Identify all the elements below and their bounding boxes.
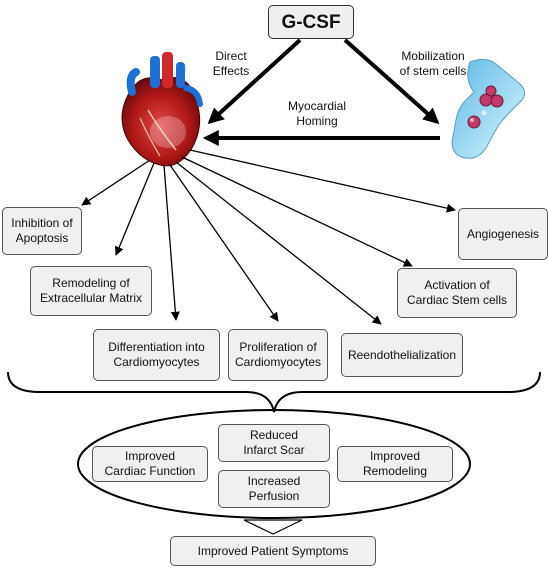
grouping-brace bbox=[7, 371, 541, 413]
gcsf-box: G-CSF bbox=[268, 5, 354, 39]
outcomes-ellipse bbox=[77, 409, 471, 519]
funnel-arrow bbox=[243, 519, 303, 535]
homing-label: Myocardial Homing bbox=[287, 99, 347, 128]
effect-arrows bbox=[81, 149, 456, 325]
differentiation-cardiomyocytes-box: Differentiation into Cardiomyocytes bbox=[93, 329, 220, 381]
mobilization-arrow bbox=[343, 38, 440, 125]
direct-effects-arrow bbox=[207, 38, 302, 125]
increased-perfusion-box: Increased Perfusion bbox=[218, 470, 330, 508]
activation-cardiac-stem-cells-box: Activation of Cardiac Stem cells bbox=[397, 268, 517, 318]
arrow-stemcells bbox=[181, 156, 413, 267]
arrow-differentiation bbox=[163, 164, 180, 321]
bone-marrow-icon bbox=[451, 58, 526, 159]
proliferation-cardiomyocytes-box: Proliferation of Cardiomyocytes bbox=[228, 329, 328, 381]
direct-effects-label: Direct Effects bbox=[212, 49, 250, 78]
arrow-proliferation bbox=[169, 164, 279, 322]
arrow-apoptosis bbox=[81, 159, 151, 206]
heart-icon bbox=[121, 52, 203, 167]
arrow-reendothelialization bbox=[175, 161, 382, 325]
improved-remodeling-box: Improved Remodeling bbox=[337, 446, 453, 482]
improved-patient-symptoms-box: Improved Patient Symptoms bbox=[170, 536, 376, 566]
improved-cardiac-function-box: Improved Cardiac Function bbox=[92, 446, 208, 482]
arrow-matrix bbox=[114, 162, 155, 256]
inhibition-of-apoptosis-box: Inhibition of Apoptosis bbox=[2, 207, 82, 255]
reduced-infarct-scar-box: Reduced Infarct Scar bbox=[218, 424, 330, 462]
remodeling-extracellular-matrix-box: Remodeling of Extracellular Matrix bbox=[30, 266, 152, 316]
mobilization-label: Mobilization of stem cells bbox=[399, 49, 467, 78]
arrow-angiogenesis bbox=[189, 149, 456, 213]
reendothelialization-box: Reendothelialization bbox=[341, 333, 463, 377]
angiogenesis-box: Angiogenesis bbox=[458, 208, 548, 260]
